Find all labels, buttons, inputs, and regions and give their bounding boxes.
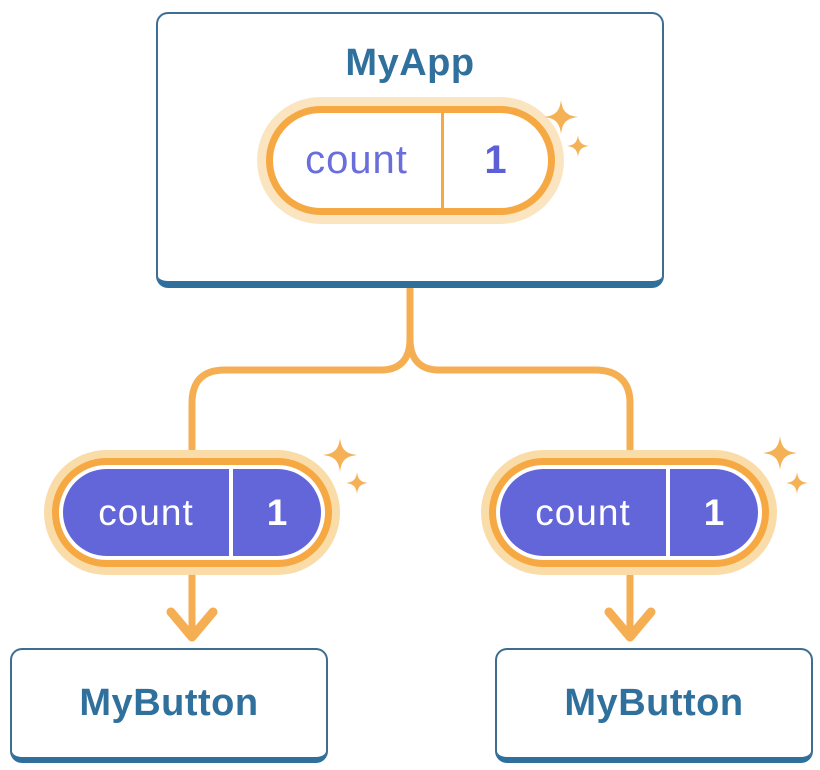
state-pill-child-right: count 1 [481,450,777,575]
state-pill-body: count 1 [63,469,321,556]
state-pill-child-left: count 1 [44,450,340,575]
state-pill-body: count 1 [265,106,555,215]
sparkle-icon [346,472,368,494]
component-label: MyButton [564,682,744,724]
state-value: 1 [266,491,288,533]
sparkle-icon [323,438,357,472]
state-pill-body: count 1 [500,469,758,556]
component-node-root: MyApp count 1 [156,12,664,288]
pill-ring: count 1 [52,458,332,567]
sparkle-icon [763,436,797,470]
sparkle-icon [786,472,808,494]
pill-gap: count 1 [59,465,325,560]
state-key: count [63,469,233,556]
state-key: count [500,469,670,556]
state-key: count [273,113,444,208]
component-label: MyButton [79,682,259,724]
state-value: 1 [484,138,507,182]
pill-gap: count 1 [496,465,762,560]
component-node-child-left: MyButton [10,648,328,763]
arrow-down-icon [604,607,656,642]
arrow-down-icon [166,607,218,642]
component-label: MyApp [345,42,475,84]
state-value: 1 [703,491,725,533]
component-node-child-right: MyButton [495,648,813,763]
pill-ring: count 1 [489,458,769,567]
state-pill-root: count 1 [256,97,564,224]
